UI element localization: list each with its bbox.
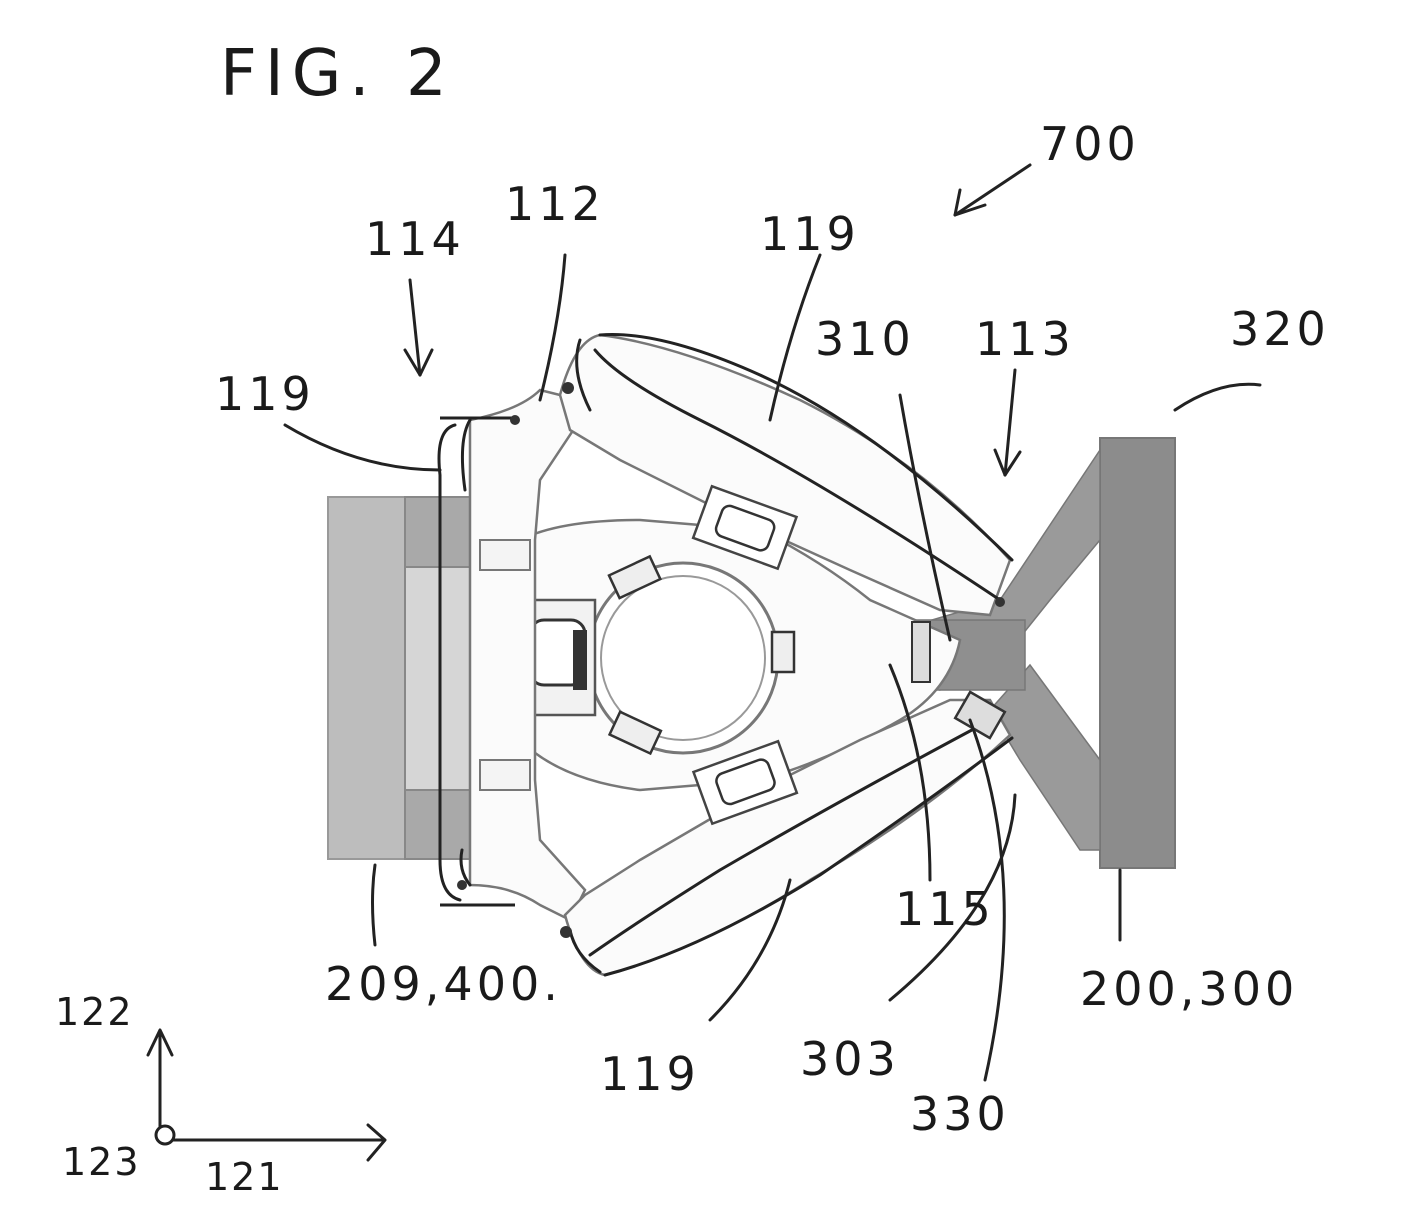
coordinate-axes <box>148 1030 385 1160</box>
figure-title: FIG. 2 <box>220 37 455 111</box>
label-700: 700 <box>1040 117 1140 171</box>
label-209-400: 209,400. <box>325 957 562 1011</box>
label-119-bottom: 119 <box>600 1047 700 1101</box>
label-115: 115 <box>895 882 995 936</box>
label-330: 330 <box>910 1087 1010 1141</box>
label-320: 320 <box>1230 302 1330 356</box>
label-112: 112 <box>505 177 605 231</box>
left-carrier-block <box>328 497 488 859</box>
label-303: 303 <box>800 1032 900 1086</box>
label-121: 121 <box>205 1155 284 1199</box>
label-122: 122 <box>55 990 134 1034</box>
label-310: 310 <box>815 312 915 366</box>
label-123: 123 <box>62 1140 141 1184</box>
label-200-300: 200,300 <box>1080 962 1298 1016</box>
label-114: 114 <box>365 212 465 266</box>
label-119-top: 119 <box>215 367 315 421</box>
label-113: 113 <box>975 312 1075 366</box>
label-119-upper: 119 <box>760 207 860 261</box>
